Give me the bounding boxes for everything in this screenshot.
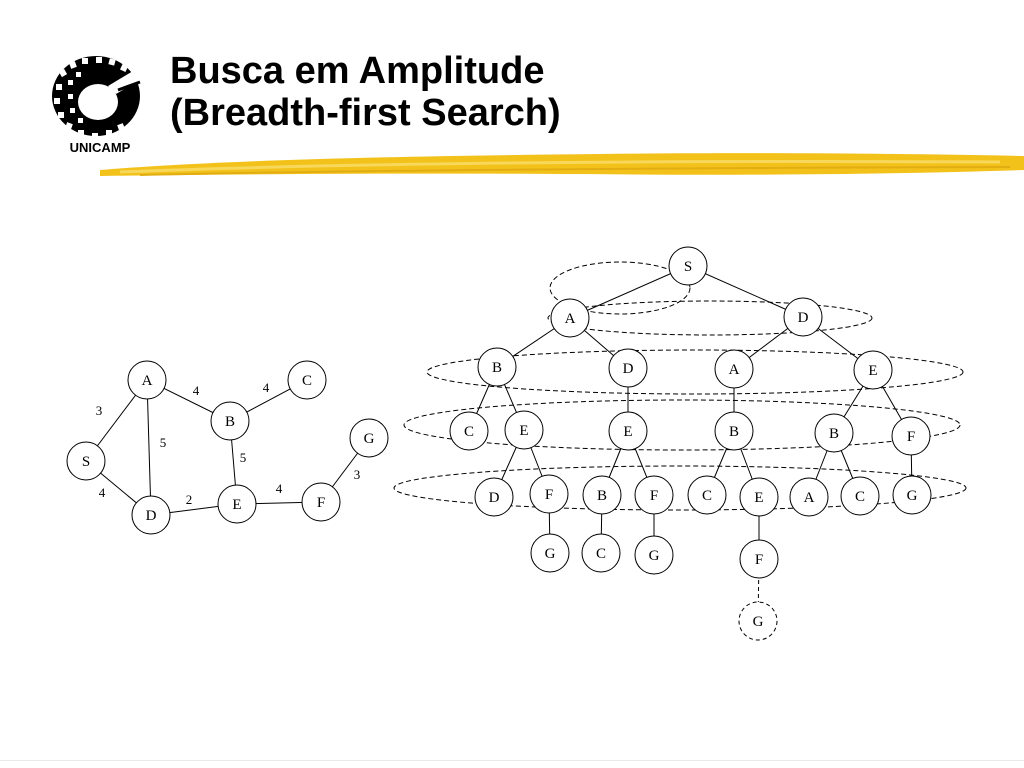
tree-node <box>739 539 779 579</box>
title-line-2: (Breadth-first Search) <box>170 92 561 134</box>
bfs-level-ellipses <box>393 261 967 511</box>
tree-node <box>477 347 517 387</box>
tree-node <box>840 476 880 516</box>
bfs-level-0-ellipse <box>549 261 691 315</box>
graph-edge-weight-a-d: 5 <box>160 435 167 450</box>
tree-node <box>687 475 727 515</box>
graph-edge-weight-f-g: 3 <box>354 467 361 482</box>
tree-node <box>714 349 754 389</box>
tree-node <box>892 475 932 515</box>
tree-node <box>504 410 544 450</box>
graph-node-label-d: D <box>146 508 157 524</box>
graph-node-label-e: E <box>232 497 241 513</box>
tree-node <box>530 533 570 573</box>
tree-node <box>449 411 489 451</box>
tree-node-label: G <box>907 488 918 504</box>
bfs-level-3-ellipse <box>403 399 961 451</box>
tree-node-label: B <box>597 488 607 504</box>
graph-edge-weight-s-d: 4 <box>99 485 106 500</box>
tree-node <box>783 297 823 337</box>
graph-node-label-g: G <box>364 431 375 447</box>
tree-node-label: F <box>907 429 915 445</box>
tree-node <box>529 474 569 514</box>
graph-edge-weight-s-a: 3 <box>96 403 103 418</box>
footer-divider <box>0 760 1024 761</box>
graph-node-b <box>210 401 250 441</box>
tree-node-label: F <box>650 488 658 504</box>
tree-node-label: G <box>649 548 660 564</box>
tree-node <box>891 416 931 456</box>
tree-node <box>581 533 621 573</box>
tree-node-label: S <box>684 259 692 275</box>
tree-node-label: D <box>489 490 500 506</box>
tree-node <box>789 477 829 517</box>
tree-node <box>608 411 648 451</box>
yellow-brush-stroke <box>100 153 1024 176</box>
tree-node-label: F <box>755 552 763 568</box>
tree-node-label: C <box>464 424 474 440</box>
bfs-level-1-ellipse <box>547 300 873 336</box>
tree-node <box>739 477 779 517</box>
graph-edge-weight-b-e: 5 <box>240 450 247 465</box>
graph-node-e <box>217 484 257 524</box>
bfs-level-4-ellipse <box>393 465 967 511</box>
slide-title: Busca em Amplitude (Breadth-first Search… <box>170 50 561 134</box>
graph-edge-weight-d-e: 2 <box>186 492 193 507</box>
tree-node-label: A <box>804 490 815 506</box>
tree-node-label: B <box>492 360 502 376</box>
graph-node-g <box>349 418 389 458</box>
tree-node-label: D <box>798 310 809 326</box>
tree-node <box>634 475 674 515</box>
logo-text: UNICAMP <box>69 140 131 155</box>
graph-node-label-s: S <box>82 454 90 470</box>
title-line-1: Busca em Amplitude <box>170 50 545 92</box>
tree-node <box>582 475 622 515</box>
graph-node-label-a: A <box>142 373 153 389</box>
graph-node-label-f: F <box>317 495 325 511</box>
tree-node-label: G <box>753 614 764 630</box>
tree-node <box>474 477 514 517</box>
graph-edge-a-d <box>146 379 152 516</box>
tree-node <box>634 535 674 575</box>
tree-node <box>550 298 590 338</box>
tree-node-label: C <box>596 546 606 562</box>
bfs-search-tree: S A D B D A E C E E B B F D F B F C E A C G G C G F G <box>449 246 932 641</box>
graph-node-d <box>131 495 171 535</box>
graph-node-a <box>127 360 167 400</box>
graph-node-f <box>301 482 341 522</box>
tree-node <box>738 601 778 641</box>
graph-node-c <box>287 360 327 400</box>
graph-edge-weight-b-c: 4 <box>263 380 270 395</box>
graph-edge-weight-e-f: 4 <box>276 481 283 496</box>
tree-node-label: E <box>623 424 632 440</box>
tree-node-label: E <box>519 423 528 439</box>
tree-edge <box>569 265 689 319</box>
tree-node-label: A <box>565 311 576 327</box>
tree-node <box>814 413 854 453</box>
tree-node-label: C <box>855 489 865 505</box>
bfs-level-2-ellipse <box>426 349 964 395</box>
tree-node-label: E <box>868 363 877 379</box>
tree-node <box>853 350 893 390</box>
tree-node-label: D <box>623 361 634 377</box>
tree-node <box>668 246 708 286</box>
tree-node <box>714 411 754 451</box>
tree-node <box>608 348 648 388</box>
tree-node-label: F <box>545 487 553 503</box>
tree-node-label: B <box>729 424 739 440</box>
graph-node-label-b: B <box>225 414 235 430</box>
tree-node-label: B <box>829 426 839 442</box>
unicamp-logo <box>52 56 141 139</box>
tree-node-label: E <box>754 490 763 506</box>
tree-node-label: A <box>729 362 740 378</box>
graph-node-s <box>66 441 106 481</box>
graph-edge-weight-a-b: 4 <box>193 383 200 398</box>
tree-edge <box>687 265 804 318</box>
graph-node-label-c: C <box>302 373 312 389</box>
tree-node-label: G <box>545 546 556 562</box>
tree-node-label: C <box>702 488 712 504</box>
